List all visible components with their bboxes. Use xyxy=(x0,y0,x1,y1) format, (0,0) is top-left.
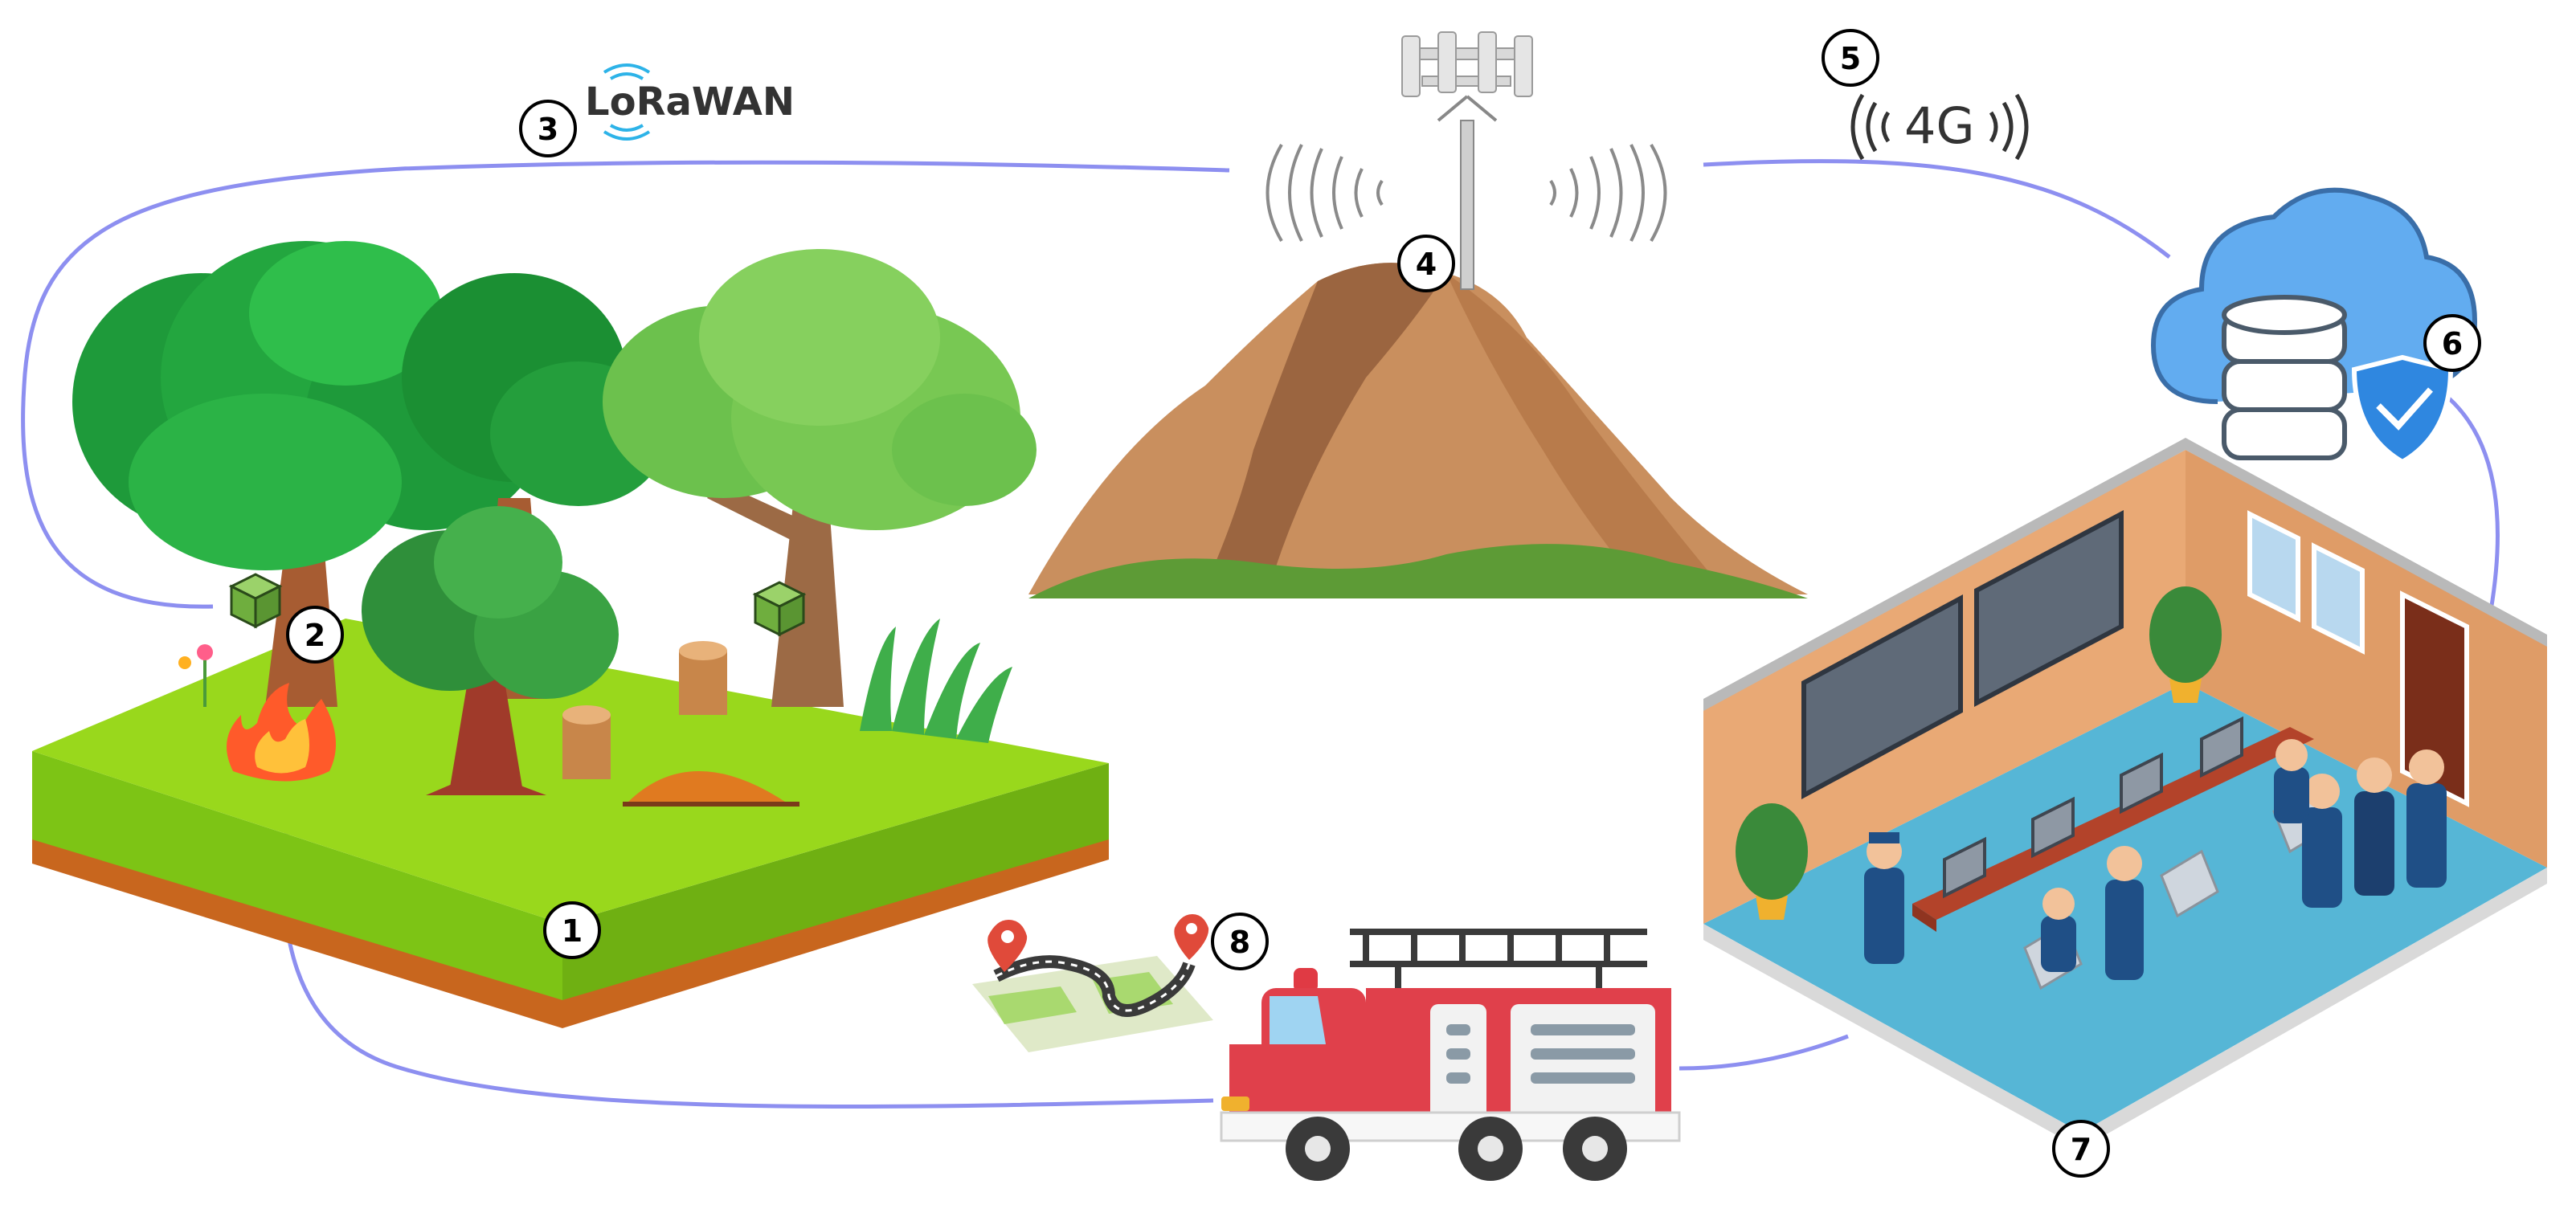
marker-3-label: 3 xyxy=(538,112,558,147)
control-room-icon xyxy=(1703,438,2547,1149)
video-wall xyxy=(1801,510,2124,800)
sensor-node-icon xyxy=(752,581,807,637)
map-pin-icon xyxy=(1174,914,1209,960)
marker-8-label: 8 xyxy=(1229,925,1250,960)
link-sensor-to-tower xyxy=(21,160,1230,609)
tree-light-right xyxy=(603,249,1037,707)
flower-icon xyxy=(178,644,213,707)
cloud-database-icon xyxy=(2150,187,2478,465)
marker-2: 2 xyxy=(286,606,344,664)
person-icon xyxy=(2041,888,2076,972)
room-windows xyxy=(2247,510,2365,655)
forest-scene-icon xyxy=(32,241,1109,1028)
wheel-icon xyxy=(1286,1117,1350,1181)
marker-7-label: 7 xyxy=(2071,1132,2091,1167)
door-icon xyxy=(2400,590,2469,807)
person-icon xyxy=(2302,774,2342,908)
grass-clump xyxy=(860,619,1012,743)
wheel-icon xyxy=(1563,1117,1627,1181)
ground-side-right xyxy=(562,763,1109,1000)
cell-tower-icon xyxy=(1401,31,1533,290)
tree-small-front xyxy=(362,506,619,795)
marker-6-label: 6 xyxy=(2442,326,2463,361)
person-icon xyxy=(2105,846,2144,980)
person-icon xyxy=(2406,749,2447,888)
mountain-icon xyxy=(1028,263,1808,598)
fire-icon xyxy=(227,683,336,782)
shield-icon xyxy=(2351,354,2454,465)
ground-side-left xyxy=(32,751,562,1000)
marker-1-label: 1 xyxy=(562,913,583,949)
database-icon xyxy=(2222,295,2347,460)
marker-1: 1 xyxy=(543,901,601,959)
marker-3: 3 xyxy=(519,100,577,157)
lorawan-label: LoRaWAN xyxy=(585,80,795,125)
tree-stumps xyxy=(562,641,799,807)
map-pin-icon xyxy=(987,920,1028,972)
wheel-icon xyxy=(1458,1117,1523,1181)
marker-7: 7 xyxy=(2052,1120,2110,1178)
operator-desks xyxy=(1912,716,2314,932)
route-map-icon xyxy=(972,914,1213,1052)
person-icon xyxy=(1864,832,1904,964)
marker-5: 5 xyxy=(1822,29,1879,87)
marker-4-label: 4 xyxy=(1416,247,1437,282)
lte-label: 4G xyxy=(1904,96,1975,155)
sensor-node-icon xyxy=(228,573,283,629)
step-markers: 1 2 3 4 5 6 7 8 xyxy=(286,29,2481,1178)
marker-2-label: 2 xyxy=(305,618,325,653)
plant-icon xyxy=(2149,586,2222,703)
link-tower-to-cloud xyxy=(1703,159,2171,259)
marker-4: 4 xyxy=(1397,235,1455,292)
plant-icon xyxy=(1736,803,1808,920)
marker-8: 8 xyxy=(1211,913,1269,970)
marker-6: 6 xyxy=(2423,314,2481,372)
ladder xyxy=(1350,929,1647,988)
fire-truck-icon xyxy=(1220,929,1681,1181)
marker-5-label: 5 xyxy=(1840,41,1861,76)
link-control-room-to-truck xyxy=(1678,1034,1849,1071)
lorawan-logo: LoRaWAN xyxy=(585,63,795,141)
person-icon xyxy=(2354,758,2394,896)
operator-figures xyxy=(1864,739,2447,980)
signal-waves-icon xyxy=(1266,143,1667,243)
lte-4g-logo: 4G xyxy=(1850,93,2029,161)
person-icon xyxy=(2274,739,2309,823)
